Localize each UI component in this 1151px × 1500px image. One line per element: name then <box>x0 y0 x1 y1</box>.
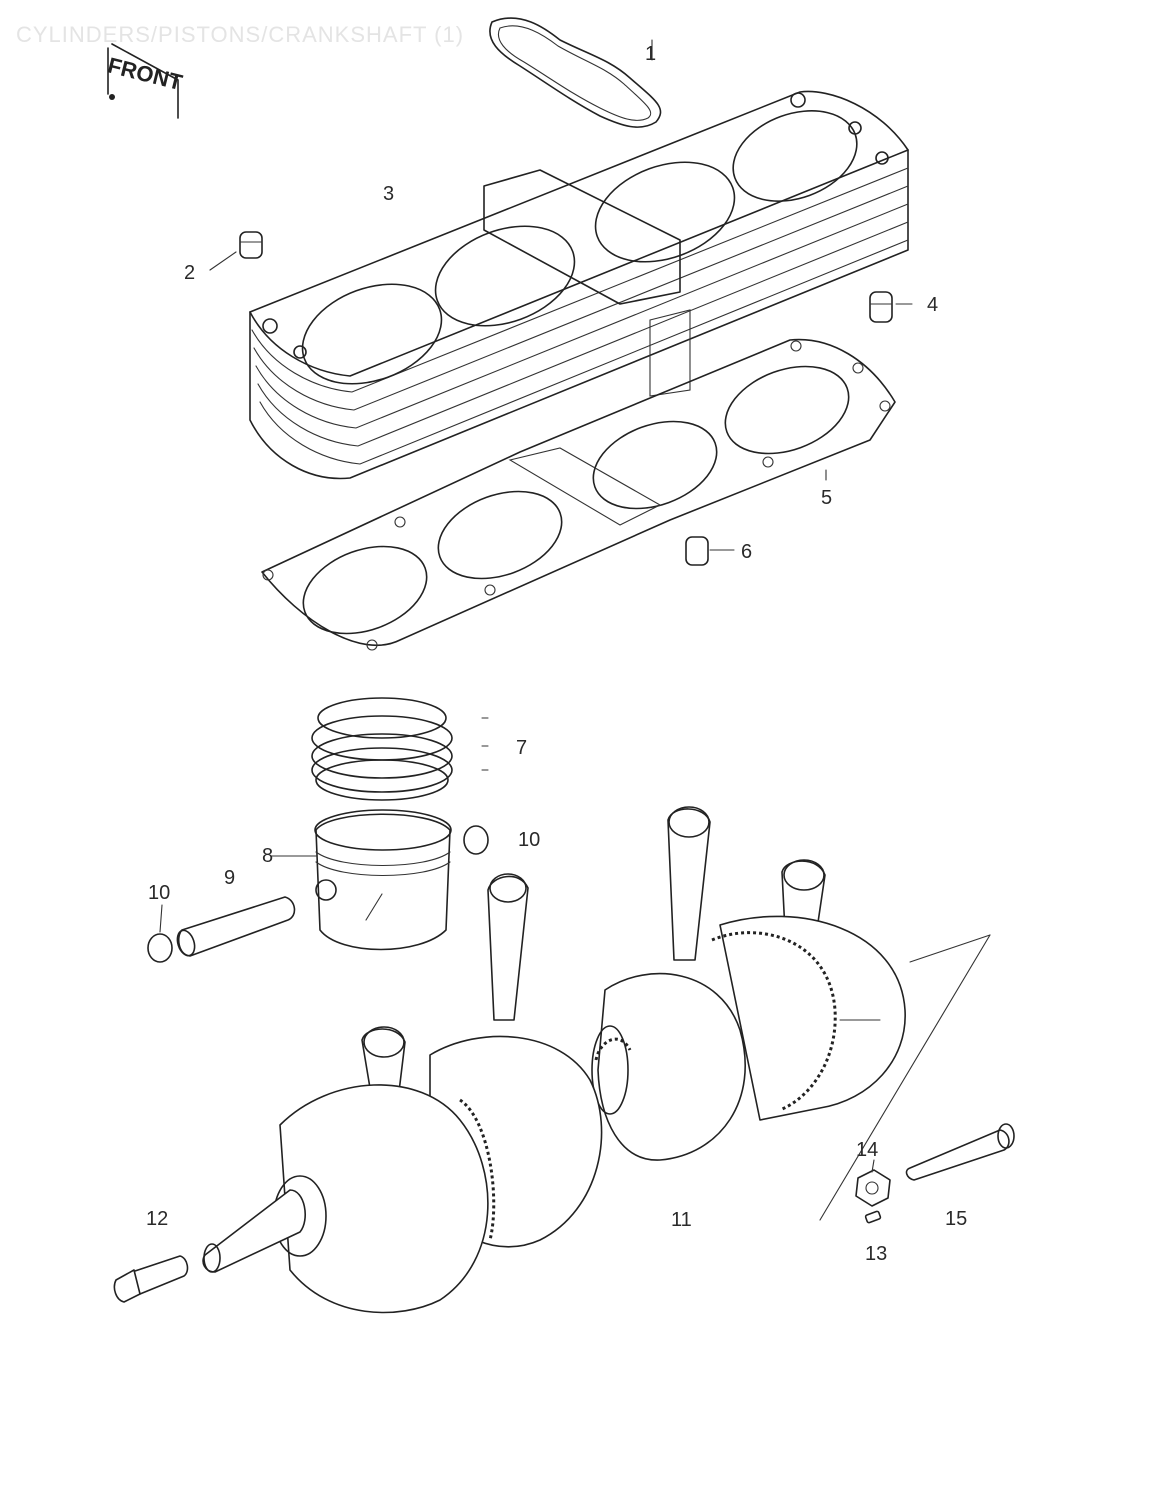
front-badge-text: FRONT <box>105 53 185 96</box>
callout-10-left: 10 <box>148 882 171 904</box>
callout-5: 5 <box>821 487 833 509</box>
piston-pin-circlip <box>147 933 173 963</box>
callout-13: 13 <box>865 1243 888 1265</box>
dowel-pin <box>239 231 263 259</box>
connecting-rod <box>667 806 711 961</box>
callout-8: 8 <box>262 845 274 867</box>
callout-3: 3 <box>383 183 395 205</box>
leader-lines <box>159 39 913 1173</box>
callout-4: 4 <box>927 294 939 316</box>
crankshaft <box>202 915 991 1314</box>
callout-1: 1 <box>645 43 657 65</box>
callout-11: 11 <box>671 1209 692 1231</box>
front-badge: FRONT <box>105 43 185 119</box>
dowel-pin <box>869 291 893 323</box>
callout-6: 6 <box>741 541 753 563</box>
dowel-pin <box>685 536 709 566</box>
crankshaft-key <box>864 1210 882 1224</box>
piston <box>314 809 452 951</box>
head-cover-gasket <box>489 17 662 128</box>
connecting-rod <box>361 1026 406 1101</box>
crankshaft-nut <box>855 1169 891 1207</box>
cylinder-base-gasket <box>261 338 896 651</box>
crankshaft-stud <box>905 1123 1015 1181</box>
callout-15: 15 <box>945 1208 968 1230</box>
callout-10-right: 10 <box>518 829 541 851</box>
piston-pin <box>176 896 296 957</box>
callout-7: 7 <box>516 737 528 759</box>
callout-2: 2 <box>184 262 196 284</box>
connecting-rod <box>487 873 529 1021</box>
callout-9: 9 <box>224 867 236 889</box>
piston-ring-set <box>311 697 489 801</box>
callout-14: 14 <box>856 1139 879 1161</box>
diagram-title: CYLINDERS/PISTONS/CRANKSHAFT (1) <box>16 22 465 47</box>
crankshaft-bolt <box>113 1255 189 1303</box>
piston-pin-circlip <box>463 825 489 855</box>
cylinder-block <box>249 90 909 480</box>
callout-12: 12 <box>146 1208 169 1230</box>
